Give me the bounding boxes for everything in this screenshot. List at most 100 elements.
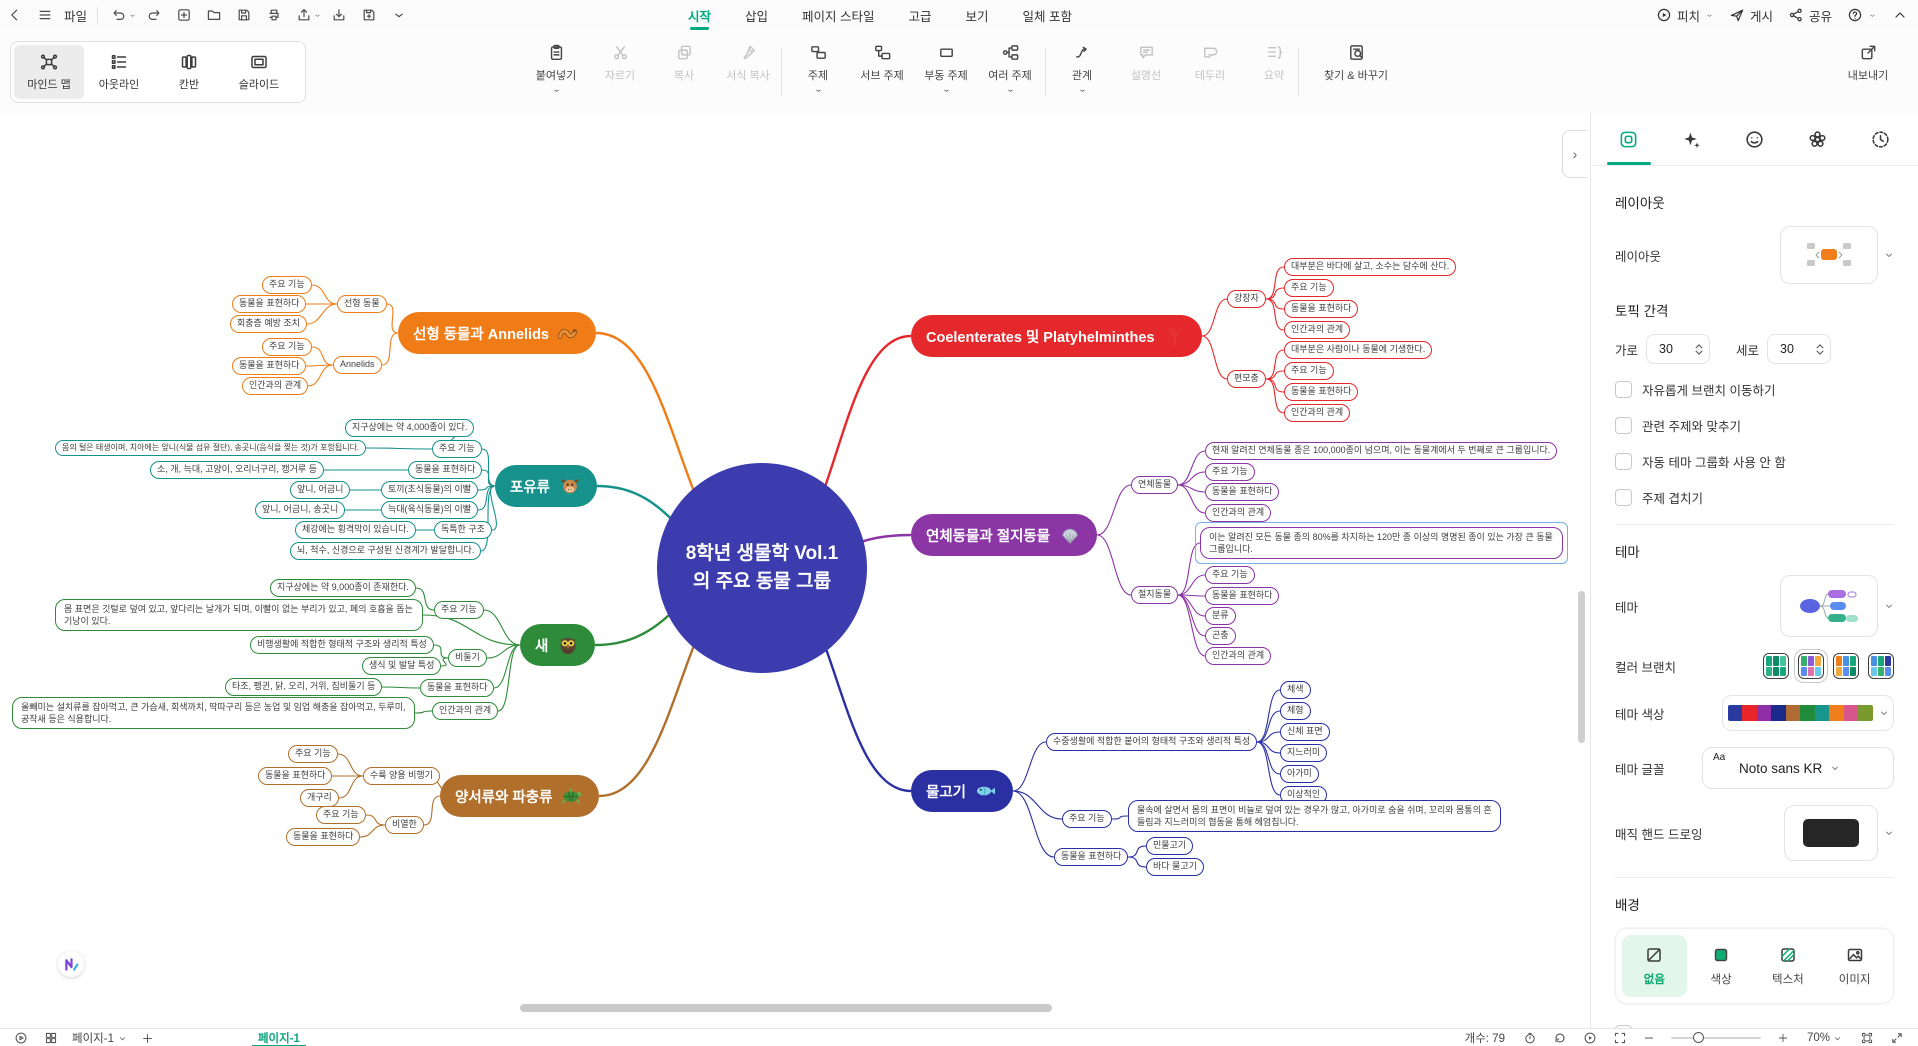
mindmap-node[interactable]: 인간과의 관계 [432,702,498,720]
history-circle-icon[interactable] [1553,1031,1567,1045]
central-topic[interactable]: 8학년 생물학 Vol.1의 주요 동물 그룹 [657,463,867,673]
mindmap-node[interactable]: 토끼(초식동물)의 이빨 [381,481,478,499]
save-icon[interactable] [236,7,252,23]
mindmap-node[interactable]: 주요 기능 [262,276,312,294]
export-button[interactable]: 내보내기 [1836,43,1900,83]
mindmap-node[interactable]: 몸의 털은 태생이며, 치아에는 앞니(식물 섬유 절단), 송곳니(음식을 찢… [55,440,366,456]
hamburger-menu-icon[interactable] [37,7,53,23]
mindmap-node[interactable]: 인간과의 관계 [1205,504,1271,522]
checkbox[interactable] [1615,381,1632,398]
action-send-icon[interactable]: 게시 [1729,6,1773,25]
add-page-button[interactable] [141,1032,154,1045]
horizontal-scrollbar[interactable] [520,1004,1052,1012]
mindmap-node[interactable]: 주요 기능 [1284,279,1334,297]
mindmap-node[interactable]: 주요 기능 [432,440,482,458]
panel-tab-theme-flower-tab-icon[interactable] [1790,114,1846,165]
caret-down-icon[interactable] [313,11,322,20]
mindmap-node[interactable]: 인간과의 관계 [1205,647,1271,665]
menu-tab-고급[interactable]: 고급 [909,0,932,30]
checkbox[interactable] [1615,453,1632,470]
mindmap-node[interactable]: 소, 개, 늑대, 고양이, 오리너구리, 캥거루 등 [150,461,324,479]
color-branch-swatch-1[interactable] [1763,653,1789,679]
mindmap-node[interactable]: 비열한 [385,816,424,834]
panel-tab-layout-tab-icon[interactable] [1601,114,1657,165]
mindmap-node[interactable]: 주요 기능 [1062,810,1112,828]
caret-down-icon[interactable] [128,11,137,20]
page-selector-dropdown[interactable]: 페이지-1 [72,1030,127,1046]
panel-tab-ai-sparkle-tab-icon[interactable] [1664,114,1720,165]
mindmap-node[interactable]: 선형 동물 [337,295,387,313]
main-branch-amphibians[interactable]: 양서류와 파충류 [440,775,599,817]
mindmap-node[interactable]: 강장자 [1227,290,1266,308]
main-branch-annelids[interactable]: 선형 동물과 Annelids [398,312,596,354]
import-arrow-icon[interactable] [331,7,347,23]
background-option-bg-none-icon[interactable]: 없음 [1622,935,1687,997]
background-option-bg-image-icon[interactable]: 이미지 [1822,935,1887,997]
menu-tab-삽입[interactable]: 삽입 [745,0,768,30]
main-branch-fish[interactable]: 물고기 [911,770,1013,812]
view-mindmap-view-icon[interactable]: 마인드 맵 [14,45,84,99]
chevron-up-icon[interactable] [1892,7,1908,23]
ribbon-button-subtopic-icon[interactable]: 서브 주제 [850,43,914,95]
stopwatch-icon[interactable] [1523,1031,1537,1045]
theme-font-dropdown[interactable]: Aa Noto sans KR [1702,747,1894,789]
mindmap-node[interactable]: 회충증 예방 조치 [230,315,307,333]
stepper-arrows-icon[interactable] [1695,344,1703,355]
page-tab-active[interactable]: 페이지-1 [252,1029,306,1046]
checkbox-row[interactable]: 관련 주제와 맞추기 [1615,416,1894,435]
mindmap-node[interactable]: 수중생활에 적합한 붙어의 형태적 구조와 생리적 특성 [1046,733,1257,751]
theme-dropdown[interactable] [1780,575,1878,637]
mindmap-node[interactable]: 분류 [1205,607,1236,625]
mindmap-node[interactable]: 뇌, 척수, 신경으로 구성된 신경계가 발달합니다. [290,542,481,560]
mindmap-node[interactable]: 동물을 표현하다 [1205,483,1279,501]
menu-tab-시작[interactable]: 시작 [688,0,711,30]
mindmap-node[interactable]: 지느러미 [1280,744,1327,762]
mindmap-node[interactable]: 수륙 양용 비행기 [363,767,440,785]
view-slides-view-icon[interactable]: 슬라이드 [224,45,294,99]
action-share-icon[interactable]: 공유 [1788,6,1832,25]
mindmap-node[interactable]: 동물을 표현하다 [1205,587,1279,605]
save-as-icon[interactable] [361,7,377,23]
mindmap-node[interactable]: Annelids [333,356,382,374]
color-branch-swatch-3[interactable] [1833,653,1859,679]
view-kanban-view-icon[interactable]: 칸반 [154,45,224,99]
mindmap-node[interactable]: 신체 표면 [1280,723,1330,741]
zoom-out-button[interactable] [1643,1032,1655,1044]
mindmap-node[interactable]: 타조, 펭귄, 닭, 오리, 거위, 집비둘기 등 [225,678,382,696]
mindmap-node[interactable]: 인간과의 관계 [242,377,308,395]
more-caret-icon[interactable] [391,7,407,23]
mindmap-node[interactable]: 생식 및 발달 특성 [362,657,441,675]
undo-icon[interactable] [111,7,127,23]
frame-icon[interactable] [1613,1031,1627,1045]
print-icon[interactable] [266,7,282,23]
play-circle-icon[interactable] [1583,1031,1597,1045]
mindmap-node[interactable]: 민물고기 [1146,837,1193,855]
main-branch-coelenterates[interactable]: Coelenterates 및 Platyhelminthes [911,315,1202,357]
mindmap-node[interactable]: 주요 기능 [1205,463,1255,481]
fullscreen-icon[interactable] [1890,1031,1904,1045]
ribbon-button-topic-icon[interactable]: 주제 [786,43,850,95]
mindmap-node[interactable]: 올빼미는 설치류를 잡아먹고, 큰 가슴새, 회색까치, 딱따구리 등은 농업 … [12,697,415,729]
mindmap-canvas[interactable]: 8학년 생물학 Vol.1의 주요 동물 그룹 선형 동물과 Annelids 선형… [0,113,1590,1028]
mindmap-node[interactable]: 앞니, 어금니 [290,481,350,499]
mindmap-node[interactable]: 비행생활에 적합한 형태적 구조와 생리적 특성 [250,636,434,654]
mindmap-node[interactable]: 동물을 표현하다 [1284,383,1358,401]
mindmap-node[interactable]: 늑대(육식동물)의 이빨 [381,501,478,519]
mindmap-node[interactable]: 동물을 표현하다 [420,679,494,697]
menu-tab-일체 포함[interactable]: 일체 포함 [1023,0,1072,30]
zoom-slider-knob[interactable] [1693,1032,1704,1043]
stepper-arrows-icon[interactable] [1816,344,1824,355]
checkbox[interactable] [1615,489,1632,506]
export-arrow-icon[interactable] [296,7,312,23]
mindmap-node[interactable]: 아가미 [1280,765,1319,783]
mindmap-node[interactable]: 편모충 [1227,370,1266,388]
mindmap-node[interactable]: 절지동물 [1131,586,1178,604]
main-branch-birds[interactable]: 새 [520,624,595,666]
checkbox-row[interactable]: 자유롭게 브랜치 이동하기 [1615,380,1894,399]
mindmap-node[interactable]: 동물을 표현하다 [258,767,332,785]
mindmap-node[interactable]: 주요 기능 [434,601,484,619]
view-outline-view-icon[interactable]: 아웃라인 [84,45,154,99]
mindmap-node[interactable]: 대부분은 바다에 살고, 소수는 담수에 산다. [1284,258,1456,276]
main-branch-mammals[interactable]: 포유류 [495,465,597,507]
zoom-percentage-dropdown[interactable]: 70% [1807,1032,1842,1044]
